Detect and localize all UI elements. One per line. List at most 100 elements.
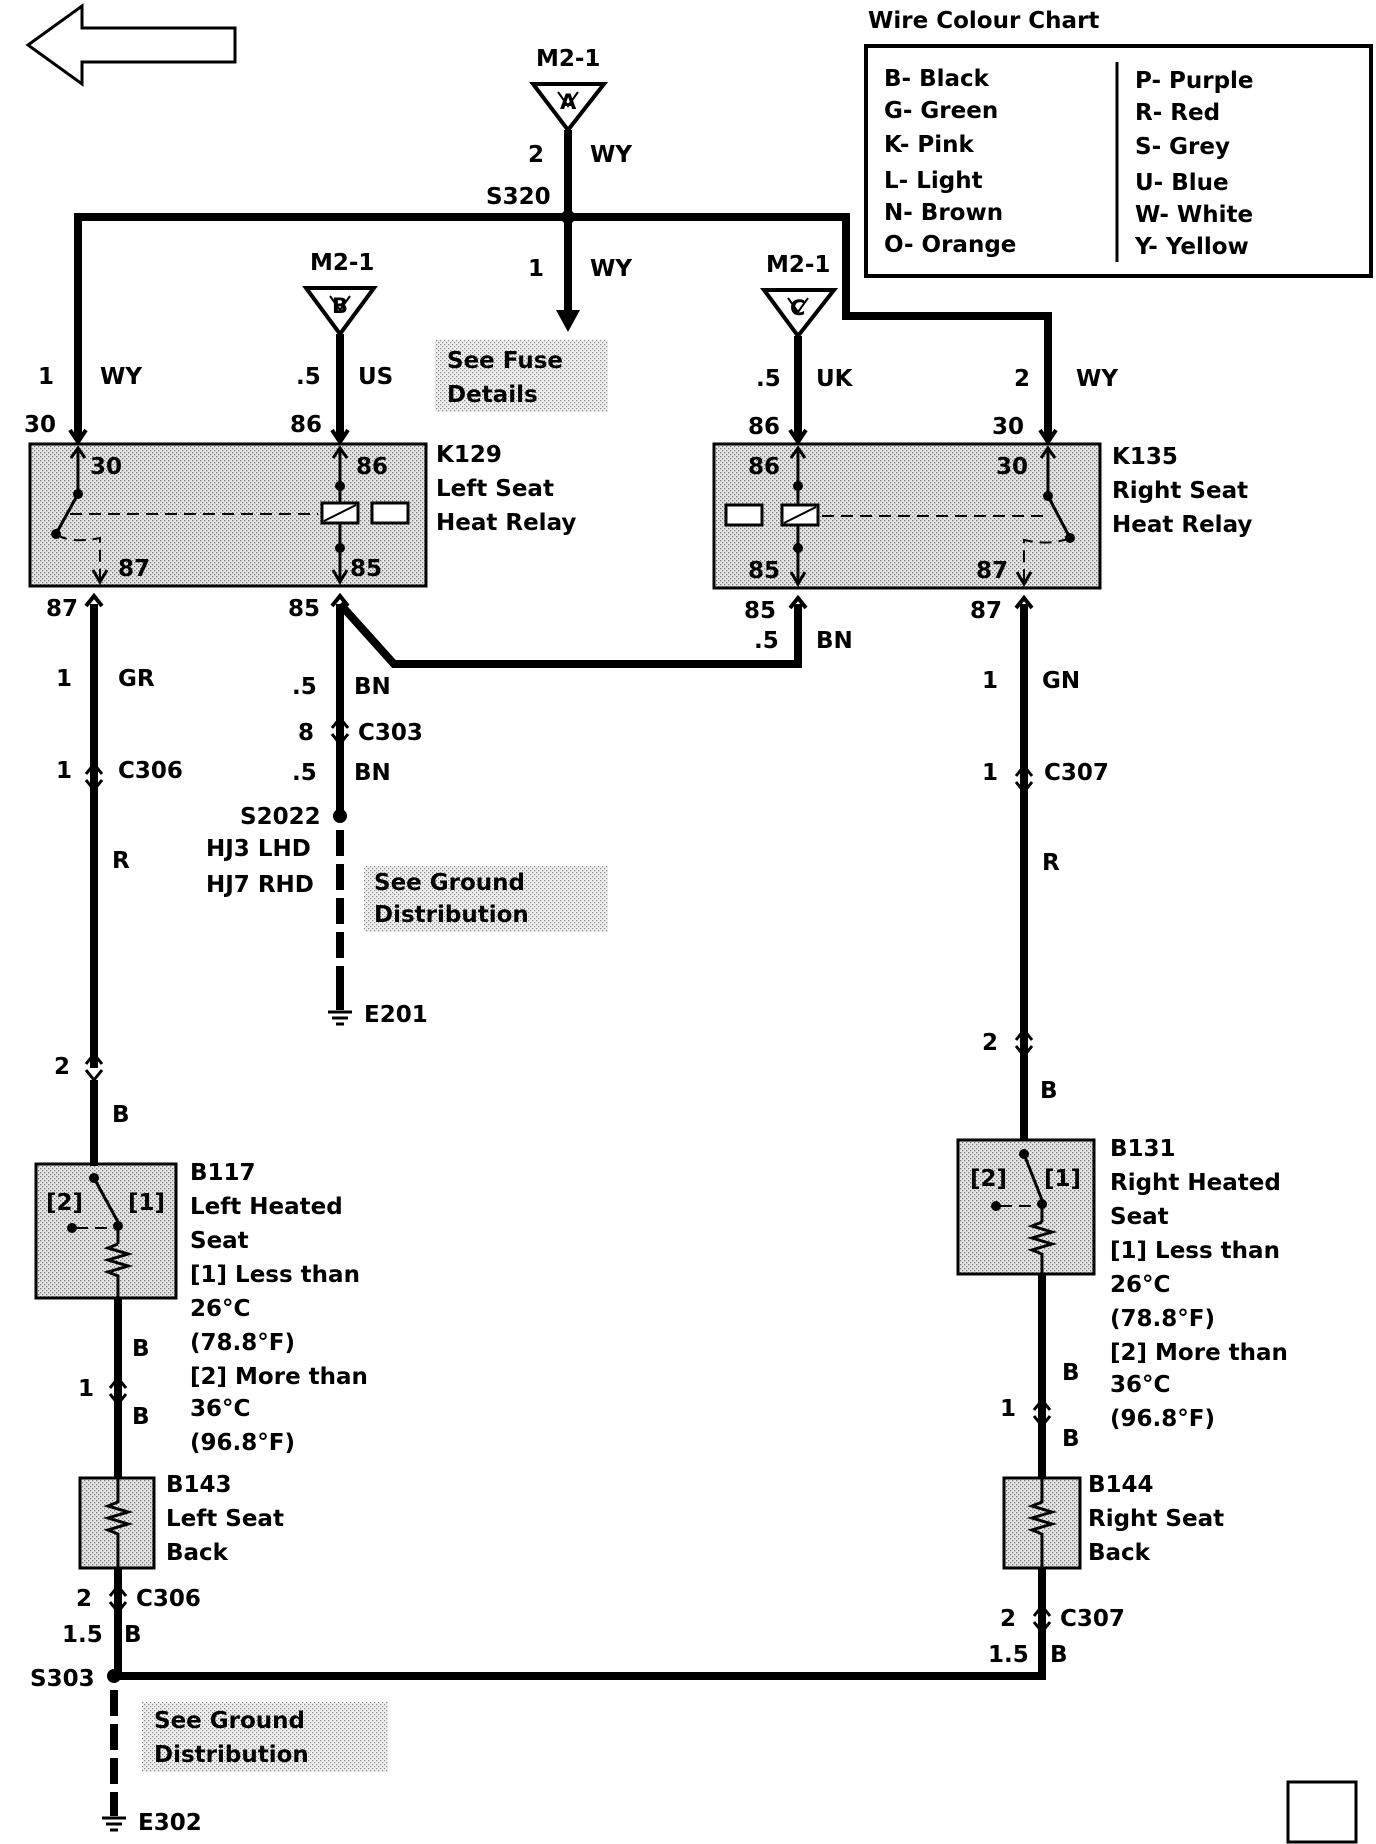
diagram-label: 1: [982, 760, 998, 786]
diagram-label: B144: [1088, 1472, 1154, 1498]
diagram-label: .5: [754, 628, 779, 654]
diagram-label: Details: [447, 382, 538, 408]
diagram-label: Left Heated: [190, 1194, 343, 1220]
diagram-label: 87: [118, 556, 150, 582]
diagram-label: Right Seat: [1112, 478, 1248, 504]
diagram-label: Distribution: [374, 902, 529, 928]
diagram-label: [2] More than: [1110, 1340, 1288, 1366]
diagram-label: C307: [1044, 760, 1109, 786]
diagram-label: 1: [38, 364, 54, 390]
diagram-label: (96.8°F): [190, 1430, 295, 1456]
diagram-label: (96.8°F): [1110, 1406, 1215, 1432]
diagram-label: Heat Relay: [436, 510, 576, 536]
diagram-label: WY: [590, 142, 632, 168]
diagram-label: B131: [1110, 1136, 1176, 1162]
connector-b-name: M2-1: [310, 250, 374, 276]
colour-entry: O- Orange: [884, 232, 1016, 258]
see-fuse-details-note: [435, 340, 608, 412]
diagram-label: R: [112, 848, 130, 874]
diagram-label: Seat: [190, 1228, 249, 1254]
diagram-label: 30: [24, 412, 56, 438]
diagram-label: See Ground: [374, 870, 525, 896]
diagram-label: BN: [816, 628, 853, 654]
diagram-label: Left Seat: [166, 1506, 284, 1532]
diagram-label: [1] Less than: [190, 1262, 360, 1288]
diagram-label: See Fuse: [447, 348, 563, 374]
diagram-label: 1: [982, 668, 998, 694]
colour-entry: B- Black: [884, 66, 990, 92]
splice-s303: [107, 1669, 121, 1683]
diagram-label: 87: [976, 558, 1008, 584]
diagram-label: B: [1050, 1642, 1068, 1668]
diagram-label: 85: [350, 556, 382, 582]
diagram-label: C306: [136, 1586, 201, 1612]
colour-entry: L- Light: [884, 168, 983, 194]
diagram-label: Left Seat: [436, 476, 554, 502]
component-b117: [2] [1]: [34, 1162, 178, 1300]
diagram-label: 2: [1000, 1606, 1016, 1632]
relay-k129: 30 86 87 85: [28, 442, 428, 588]
diagram-label: B: [1040, 1078, 1058, 1104]
colour-entry: R- Red: [1135, 100, 1220, 126]
diagram-label: B143: [166, 1472, 232, 1498]
diagram-label: (78.8°F): [1110, 1306, 1215, 1332]
diagram-label: 87: [46, 596, 78, 622]
diagram-label: (78.8°F): [190, 1330, 295, 1356]
diagram-label: 1: [56, 758, 72, 784]
relay-k135: 86 30 85 87: [712, 442, 1102, 590]
diagram-label: 1: [56, 666, 72, 692]
diagram-label: Back: [166, 1540, 229, 1566]
diagram-label: .5: [292, 760, 317, 786]
splice-s320-label: S320: [486, 184, 551, 210]
diagram-label: Heat Relay: [1112, 512, 1252, 538]
wire-top-bus: [74, 213, 1052, 440]
diagram-label: S2022: [240, 804, 321, 830]
diagram-label: BN: [354, 760, 391, 786]
diagram-label: 36°C: [1110, 1372, 1170, 1398]
diagram-label: 86: [356, 454, 388, 480]
diagram-label: 86: [290, 412, 322, 438]
ground-e201-icon: [328, 1010, 352, 1026]
diagram-label: 85: [748, 558, 780, 584]
diagram-label: [1]: [128, 1190, 165, 1216]
wire-85-link: [337, 601, 802, 668]
diagram-label: 36°C: [190, 1396, 250, 1422]
diagram-label: [1] Less than: [1110, 1238, 1280, 1264]
diagram-label: 87: [970, 598, 1002, 624]
diagram-label: UK: [816, 366, 854, 392]
diagram-label: .5: [296, 364, 321, 390]
diagram-label: 86: [748, 454, 780, 480]
diagram-label: Distribution: [154, 1742, 309, 1768]
diagram-label: B: [332, 294, 348, 318]
colour-entry: N- Brown: [884, 200, 1003, 226]
diagram-label: B117: [190, 1160, 256, 1186]
diagram-label: 86: [748, 414, 780, 440]
diagram-label: B: [1062, 1426, 1080, 1452]
diagram-label: 26°C: [190, 1296, 250, 1322]
diagram-label: 30: [90, 454, 122, 480]
colour-entry: K- Pink: [884, 132, 974, 158]
diagram-label: B: [1062, 1360, 1080, 1386]
diagram-label: Seat: [1110, 1204, 1169, 1230]
diagram-label: 1: [78, 1376, 94, 1402]
diagram-label: E302: [138, 1810, 202, 1836]
connector-a-letter: A: [560, 90, 577, 114]
diagram-label: S303: [30, 1666, 95, 1692]
see-ground-distribution-note-2: [142, 1702, 388, 1772]
diagram-label: Right Seat: [1088, 1506, 1224, 1532]
connector-c-name: M2-1: [766, 252, 830, 278]
diagram-label: WY: [100, 364, 142, 390]
diagram-label: .5: [292, 674, 317, 700]
diagram-label: K135: [1112, 444, 1178, 470]
diagram-label: B: [132, 1336, 150, 1362]
colour-chart-title: Wire Colour Chart: [868, 8, 1099, 34]
diagram-label: 8: [298, 720, 314, 746]
see-ground-distribution-note: [364, 866, 608, 932]
component-b144: [1002, 1476, 1082, 1570]
diagram-label: See Ground: [154, 1708, 305, 1734]
back-arrow-icon[interactable]: [25, 3, 237, 87]
diagram-label: 30: [996, 454, 1028, 480]
diagram-label: B: [124, 1622, 142, 1648]
diagram-label: [2] More than: [190, 1364, 368, 1390]
